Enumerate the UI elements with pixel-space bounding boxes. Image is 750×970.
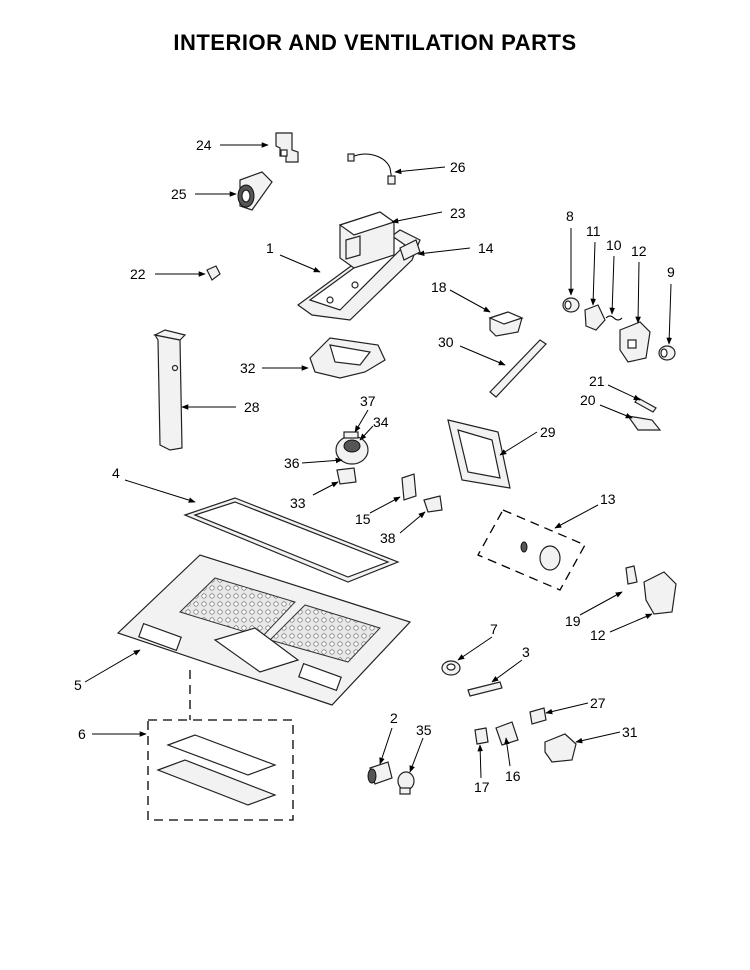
callout-18: 18 [431,279,447,295]
part-32-fan-housing [309,337,386,379]
part-33-mount [336,467,357,485]
part-34-motor [335,435,369,465]
callout-16: 16 [505,768,521,784]
callout-10: 10 [606,237,622,253]
callout-28: 28 [244,399,260,415]
part-12-switch-assembly-lower [643,571,677,615]
callout-12b: 12 [590,627,606,643]
part-37-motor-top [343,431,359,439]
callout-12a: 12 [631,243,647,259]
part-9-bushing [658,345,676,361]
part-3-bracket [467,681,503,697]
part-28-duct-bracket [153,329,187,451]
callout-22: 22 [130,266,146,282]
part-18-cover [488,311,524,337]
callout-33: 33 [290,495,306,511]
part-12-switch-assembly-upper [619,321,651,363]
part-20-holder [626,415,662,431]
part-7-roller [441,660,461,676]
callout-5: 5 [74,677,82,693]
callout-25: 25 [171,186,187,202]
part-5-vent-panel [116,554,412,706]
part-16-tube [495,721,519,746]
callout-19: 19 [565,613,581,629]
part-21-fuse [634,397,657,413]
part-38-latch [423,495,443,513]
part-24-bracket [275,132,299,163]
callout-1: 1 [266,240,274,256]
part-29-grille [447,419,511,489]
part-2-lamp-socket [367,761,393,785]
part-35-lamp [397,771,415,795]
callout-3: 3 [522,644,530,660]
part-22-clip [206,265,221,281]
leader-lines [84,142,673,779]
part-6-kit [147,670,294,821]
callout-13: 13 [600,491,616,507]
callout-31: 31 [622,724,638,740]
part-30-rail [489,339,547,398]
callout-23: 23 [450,205,466,221]
callout-32: 32 [240,360,256,376]
callout-14: 14 [478,240,494,256]
callout-37: 37 [360,393,376,409]
callout-7: 7 [490,621,498,637]
callout-4: 4 [112,465,120,481]
callout-15: 15 [355,511,371,527]
callout-numbers: 1 2 3 4 5 6 7 8 9 10 11 12 12 13 14 15 1… [74,137,675,795]
part-26-wire [347,153,396,185]
callout-21: 21 [589,373,605,389]
part-27-clip [529,707,547,725]
callout-30: 30 [438,334,454,350]
part-31-relay [544,733,577,763]
callout-17: 17 [474,779,490,795]
callout-8: 8 [566,208,574,224]
part-23-transformer [338,211,396,269]
part-25-capacitor [237,171,273,211]
part-4-filter [183,497,400,583]
callout-38: 38 [380,530,396,546]
callout-29: 29 [540,424,556,440]
callout-26: 26 [450,159,466,175]
page-title: INTERIOR AND VENTILATION PARTS [173,30,577,55]
callout-27: 27 [590,695,606,711]
callout-36: 36 [284,455,300,471]
callout-34: 34 [373,414,389,430]
part-10-spring [605,315,623,321]
callout-24: 24 [196,137,212,153]
callout-20: 20 [580,392,596,408]
callout-6: 6 [78,726,86,742]
part-11-lever [584,304,606,331]
part-17-fitting [474,727,489,745]
callout-2: 2 [390,710,398,726]
callout-9: 9 [667,264,675,280]
part-19-switch [625,565,638,585]
part-13-kit [477,509,586,591]
callout-11: 11 [586,223,601,239]
part-8-bushing [562,297,580,313]
callout-35: 35 [416,722,432,738]
part-15-switch [401,473,417,501]
